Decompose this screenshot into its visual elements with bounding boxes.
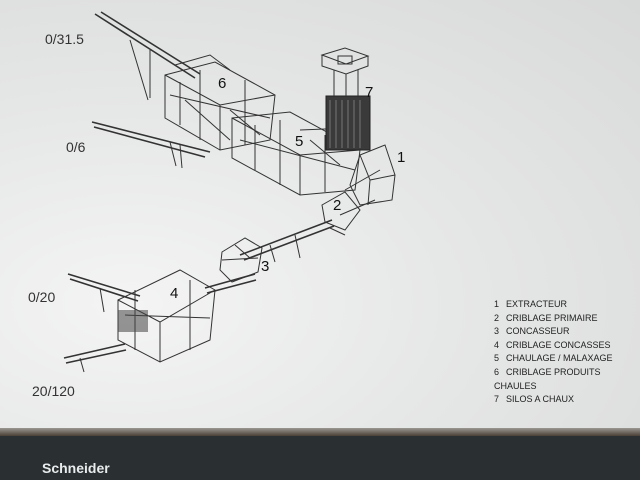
brand-logo-text: Schneider <box>42 460 110 476</box>
unit-1-extractor <box>344 144 396 206</box>
diagram-panel <box>0 0 640 434</box>
label-0-6: 0/6 <box>66 139 86 155</box>
label-20-120: 20/120 <box>32 383 75 399</box>
unit-number-2: 2 <box>333 197 341 214</box>
legend-number: 6 <box>494 366 500 377</box>
legend-label: CONCASSEUR <box>506 326 570 337</box>
legend-number: 1 <box>494 299 500 309</box>
unit-number-6: 6 <box>218 75 226 92</box>
legend: 1 EXTRACTEUR 2 CRIBLAGE PRIMAIRE 3 CONCASSE… <box>494 298 640 407</box>
plant-diagram: 0/31.5 0/6 0/20 20/120 1 2 3 4 5 6 7 <box>28 11 406 399</box>
legend-label: EXTRACTEUR <box>506 299 568 309</box>
legend-label: CRIBLAGE PRODUITS CHAULES <box>494 366 601 391</box>
legend-number: 4 <box>494 339 500 350</box>
label-0-31-5: 0/31.5 <box>45 31 84 47</box>
legend-label: SILOS A CHAUX <box>506 394 575 405</box>
unit-number-4: 4 <box>170 285 178 302</box>
legend-item: 4 CRIBLAGE CONCASSES <box>494 339 640 353</box>
conveyor-3-to-4 <box>204 273 257 294</box>
legend-item: 7 SILOS A CHAUX <box>494 393 640 407</box>
cabinet-base <box>0 436 640 480</box>
legend-number: 2 <box>494 312 500 323</box>
panel-edge <box>0 428 640 436</box>
conveyor-2-to-3 <box>239 219 335 263</box>
legend-label: CRIBLAGE CONCASSES <box>506 339 611 350</box>
legend-label: CRIBLAGE PRIMAIRE <box>506 312 598 323</box>
legend-number: 5 <box>494 353 500 364</box>
legend-item: 1 EXTRACTEUR <box>494 298 640 312</box>
conveyor-0-20 <box>67 273 141 313</box>
label-0-20: 0/20 <box>28 289 55 305</box>
legend-item: 3 CONCASSEUR <box>494 325 640 339</box>
legend-item: 5 CHAULAGE / MALAXAGE <box>494 352 640 366</box>
legend-number: 3 <box>494 326 500 337</box>
unit-2-primary-screening <box>321 191 376 236</box>
unit-4-crushed-screening <box>117 269 216 363</box>
conveyor-20-120 <box>63 343 127 373</box>
unit-number-1: 1 <box>397 149 405 166</box>
unit-7-lime-silos <box>320 47 371 151</box>
unit-3-crusher <box>219 237 263 283</box>
legend-item: 2 CRIBLAGE PRIMAIRE <box>494 312 640 326</box>
unit-number-3: 3 <box>261 258 269 275</box>
conveyor-0-6 <box>91 121 211 169</box>
legend-label: CHAULAGE / MALAXAGE <box>506 353 613 364</box>
legend-number: 7 <box>494 394 500 405</box>
unit-number-7: 7 <box>365 84 373 101</box>
conveyor-0-31-5 <box>94 11 201 101</box>
unit-number-5: 5 <box>295 133 303 150</box>
